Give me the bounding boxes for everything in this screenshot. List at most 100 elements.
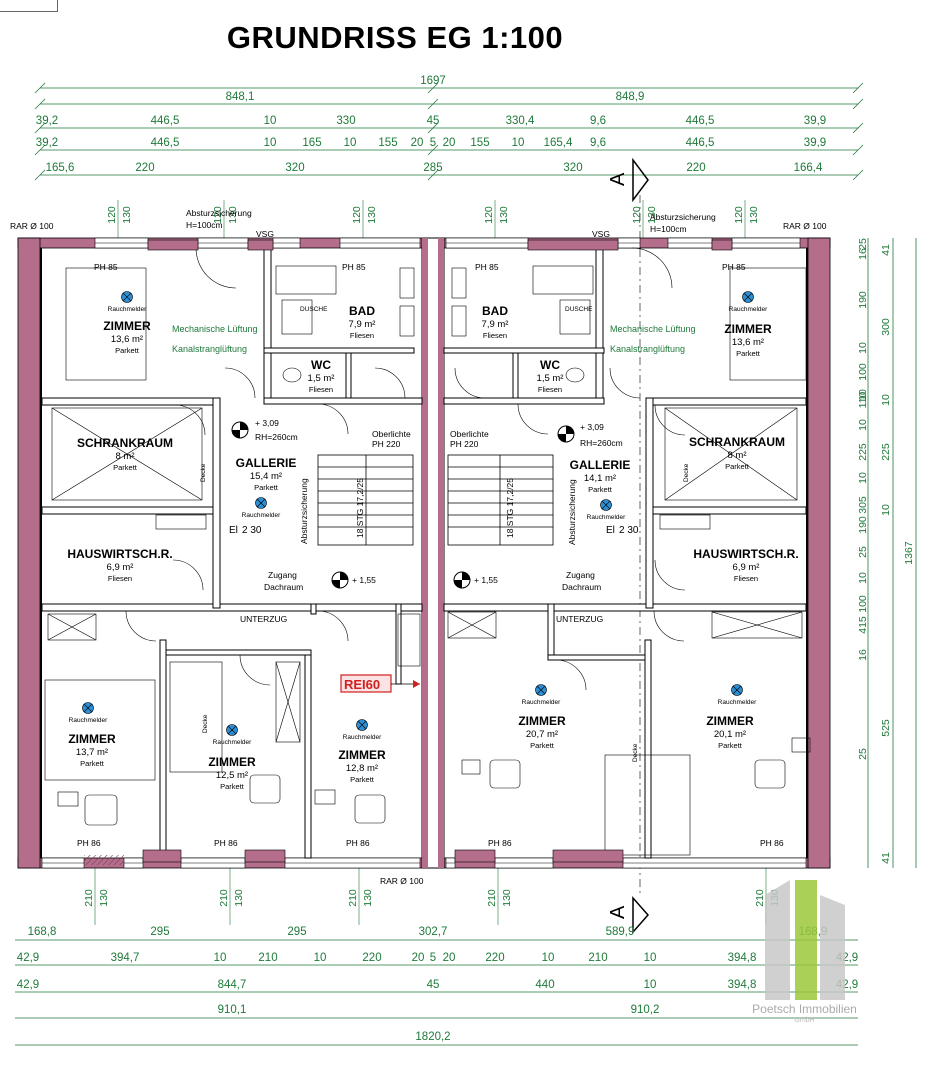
desks-chairs [57,737,811,826]
rar-left: RAR Ø 100 [10,221,54,231]
dim-value: 589,9 [606,926,635,938]
room-name: ZIMMER [706,714,754,728]
dim-value: 165 [302,137,321,149]
dim-value: 220 [362,952,381,964]
room-area: 20,7 m² [526,729,558,740]
rei60-tag: REI60 [340,674,420,693]
vsg-left: VSG [256,229,274,239]
windows-top [94,237,801,249]
dim-value: 9,6 [590,137,606,149]
room-floor: Parkett [115,346,140,355]
dim-value: 10 [644,979,657,991]
el30-right: 2 30 [619,525,639,536]
plan-title: GRUNDRISS EG 1:100 [226,20,564,55]
dim-total-right: 1367 [903,541,915,565]
room-area: 12,5 m² [216,770,248,781]
dim-value: 100 [857,363,869,381]
dim-value: 10 [857,419,869,431]
ph85: PH 85 [722,262,746,272]
dim-value: 166,4 [794,162,823,174]
unterzug-right: UNTERZUG [556,614,603,624]
room-name: ZIMMER [208,755,256,769]
dim-value: 190 [857,291,869,309]
window-dim: 130 [498,206,510,224]
mech-right: Mechanische Lüftung [610,324,696,334]
zugang-l2: Dachraum [264,582,303,592]
dim-value: 10 [644,952,657,964]
room-area: 7,9 m² [349,319,376,330]
stair-label-right: 18 STG 17,2/25 [505,478,515,538]
dim-value: 165,6 [46,162,75,174]
rauchmelder-label: Rauchmelder [587,514,626,521]
dim-value: 39,9 [804,137,826,149]
rh-left: RH=260cm [255,432,298,442]
room-floor: Parkett [530,741,555,750]
window-dim: 210 [83,889,95,907]
room-floor: Parkett [254,483,279,492]
windows-bottom [41,857,807,869]
section-label-top: A [607,172,629,186]
ph85: PH 85 [94,262,118,272]
absturz-stair-left: Absturzsicherung [299,478,309,544]
dim-value: 320 [285,162,304,174]
dim-value: 446,5 [686,115,715,127]
room-area: 14,1 m² [584,473,616,484]
dim-value: 100 [857,595,869,613]
dim-value: 10 [880,504,892,516]
rh-right: RH=260cm [580,438,623,448]
dimensions-right [867,238,917,868]
room-name: HAUSWIRTSCH.R. [693,547,798,561]
room-name: ZIMMER [103,319,151,333]
dim-value: 10 [214,952,227,964]
dim-value: 25 [857,748,869,760]
dim-value: 394,8 [728,952,757,964]
level-155-right: + 1,55 [474,575,498,585]
dim-value: 25 [857,238,869,250]
rauchmelder-label: Rauchmelder [108,306,147,313]
level-155-left: + 1,55 [352,575,376,585]
mech-left: Mechanische Lüftung [172,324,258,334]
room-name: WC [311,358,331,372]
absturz-left-2: H=100cm [186,220,223,230]
dim-value: 45 [427,979,440,991]
dim-value: 415 [857,616,869,634]
zugang-l1: Zugang [268,570,297,580]
staircase-left [317,454,414,546]
window-dim: 130 [646,206,658,224]
dim-value: 155 [470,137,489,149]
interior-walls-right [443,247,807,859]
dim-value: 446,5 [686,137,715,149]
room-area: 7,9 m² [482,319,509,330]
dim-value: 41 [880,852,892,864]
rar-bottom: RAR Ø 100 [380,876,424,886]
window-dim: 120 [631,206,643,224]
dusche-label-left: DUSCHE [300,306,328,313]
room-area: 1,5 m² [308,373,335,384]
room-labels: ZIMMER 13,6 m² Parkett BAD 7,9 m² Fliese… [67,304,798,791]
unterzug-left: UNTERZUG [240,614,287,624]
el30-left: 2 30 [242,525,262,536]
dim-value: 10 [314,952,327,964]
ph85: PH 85 [475,262,499,272]
room-name: ZIMMER [724,322,772,336]
window-dim: 120 [212,206,224,224]
zugang-r1: Zugang [566,570,595,580]
dim-value: 20 [411,137,424,149]
decke-3: Decke [202,714,209,733]
ph86: PH 86 [488,838,512,848]
dim-value: 225 [880,443,892,461]
dim-value: 16 [857,248,869,260]
room-name: GALLERIE [570,458,631,472]
dim-value: 302,7 [419,926,448,938]
dim-value: 41 [880,244,892,256]
dim-value: 10 [857,342,869,354]
dim-value: 39,2 [36,137,58,149]
window-dim: 130 [362,889,374,907]
dim-value: 20 [443,952,456,964]
dim-value: 39,9 [804,115,826,127]
room-floor: Parkett [350,775,375,784]
room-name: GALLERIE [236,456,297,470]
room-area: 6,9 m² [733,562,760,573]
